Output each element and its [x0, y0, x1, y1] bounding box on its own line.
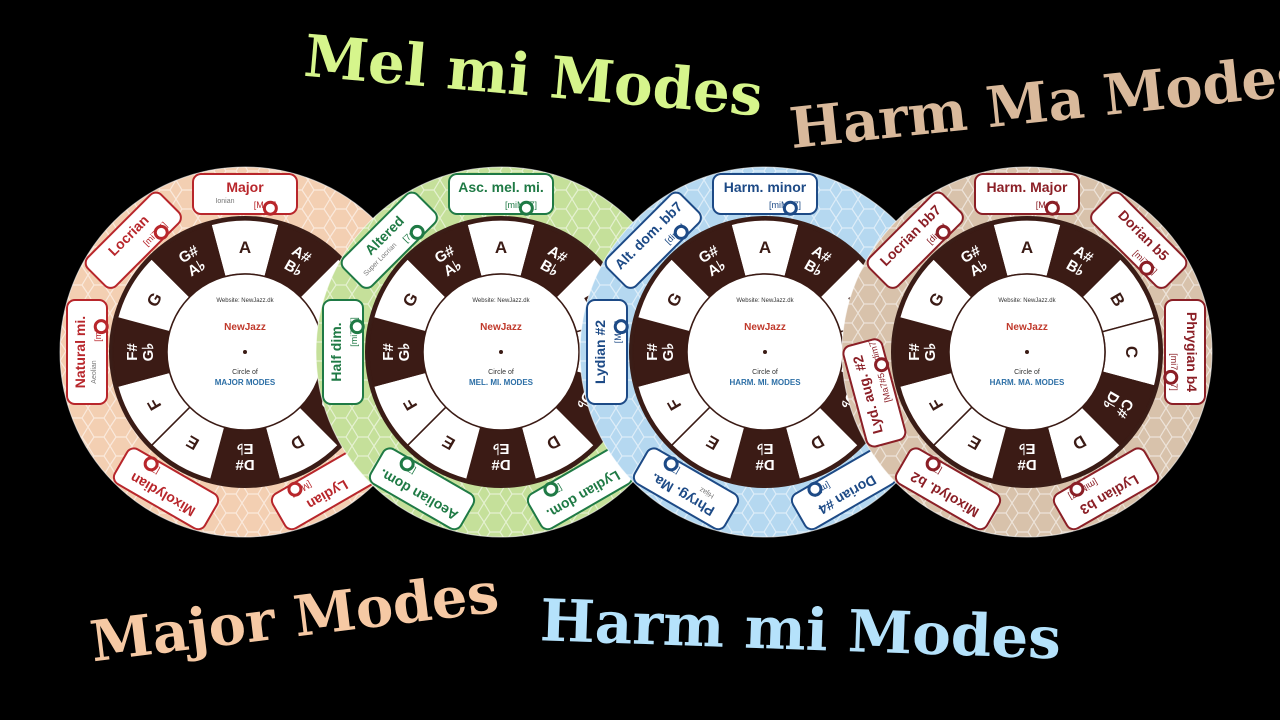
mode-label[interactable]: Harm. minor[miMa7] [712, 173, 818, 215]
mode-label-box [112, 447, 220, 531]
mode-name: Lydian #2 [592, 320, 608, 384]
mode-name: Major [226, 179, 264, 195]
note-label: A [239, 238, 251, 257]
circle-of-label: Circle of [1014, 369, 1040, 376]
website-label: Website: NewJazz.dk [472, 298, 530, 304]
pin-marker-icon [518, 200, 534, 216]
mode-label-box [842, 338, 907, 448]
title-harm-ma-modes: Harm Ma Modes [786, 42, 1280, 162]
center-pin [243, 350, 247, 354]
mode-label-box [866, 191, 964, 289]
pin-marker-icon [925, 456, 941, 472]
note-label: F#G♭ [124, 343, 157, 362]
pin-marker-icon [1163, 369, 1179, 385]
circle-name-label: HARM. MI. MODES [729, 378, 801, 387]
mode-name: Asc. mel. mi. [458, 179, 544, 195]
circle-name-label: MEL. MI. MODES [469, 378, 534, 387]
note-label: D#E♭ [235, 440, 255, 473]
brand-logo-text: NewJazz [744, 322, 786, 333]
mode-subname: Ionian [215, 198, 234, 205]
brand-logo-text: NewJazz [480, 322, 522, 333]
note-label: F#G♭ [906, 343, 939, 362]
pin-marker-icon [935, 224, 951, 240]
pin-marker-icon [153, 224, 169, 240]
pin-marker-icon [613, 319, 629, 335]
circle-name-label: HARM. MA. MODES [990, 378, 1065, 387]
wheel-harm-mi-modes[interactable]: AA#B♭BCC#D♭DD#E♭EFF#G♭GG#A♭NewJazzCircle… [579, 166, 951, 538]
circle-of-label: Circle of [232, 369, 258, 376]
title-major-modes: Major Modes [87, 560, 503, 676]
mode-label[interactable]: Locrian[mi7b5] [82, 189, 184, 291]
mode-label-box [604, 191, 702, 289]
pin-marker-icon [874, 357, 890, 373]
pin-marker-icon [349, 319, 365, 335]
wheel-mel-mi-modes[interactable]: AA#B♭BCC#D♭DD#E♭EFF#G♭GG#A♭NewJazzCircle… [315, 166, 687, 538]
circle-of-label: Circle of [488, 369, 514, 376]
center-pin [763, 350, 767, 354]
pin-marker-icon [409, 224, 425, 240]
pin-marker-icon [143, 456, 159, 472]
mode-label[interactable]: Asc. mel. mi.[miMa7] [448, 173, 554, 215]
wheel-rim [841, 166, 1213, 538]
center-pin [499, 350, 503, 354]
center-pin [1025, 350, 1029, 354]
mode-label-box [1052, 447, 1160, 531]
pin-marker-icon [399, 456, 415, 472]
note-label: A [495, 238, 507, 257]
website-label: Website: NewJazz.dk [216, 298, 274, 304]
brand-logo-text: NewJazz [224, 322, 266, 333]
mode-label[interactable]: Harm. Major[Ma7] [974, 173, 1080, 215]
title-harm-mi-modes: Harm mi Modes [539, 586, 1062, 672]
wheel-major-modes[interactable]: AA#B♭BCC#D♭DD#E♭EFF#G♭GG#A♭NewJazzCircle… [59, 166, 431, 538]
pin-marker-icon [287, 481, 303, 497]
mode-label[interactable]: Half dim.[mi7b5] [322, 299, 364, 405]
pin-marker-icon [782, 200, 798, 216]
note-label: A [759, 238, 771, 257]
mode-name: Phrygian b4 [1184, 312, 1200, 392]
note-label: A [1021, 238, 1033, 257]
mode-label-box [1090, 191, 1188, 289]
website-label: Website: NewJazz.dk [736, 298, 794, 304]
brand-logo-text: NewJazz [1006, 322, 1048, 333]
pin-marker-icon [1044, 200, 1060, 216]
mode-subname: Aeolian [91, 360, 98, 383]
note-label: F#G♭ [644, 343, 677, 362]
pin-marker-icon [1069, 481, 1085, 497]
mode-label-box [894, 447, 1002, 531]
mode-label-box [84, 191, 182, 289]
circle-name-label: MAJOR MODES [215, 378, 276, 387]
title-mel-mi-modes: Mel mi Modes [301, 22, 765, 130]
mode-label-box [340, 191, 438, 289]
note-label: F#G♭ [380, 343, 413, 362]
mode-label[interactable]: Natural mi.Aeolian[mi7] [66, 299, 108, 405]
note-label: C [1122, 346, 1141, 358]
pin-marker-icon [262, 200, 278, 216]
pin-marker-icon [1139, 260, 1155, 276]
mode-name: Harm. minor [724, 179, 807, 195]
pin-marker-icon [807, 481, 823, 497]
mode-name: Harm. Major [987, 179, 1068, 195]
website-label: Website: NewJazz.dk [998, 298, 1056, 304]
mode-label[interactable]: Phrygian b4[mi7 or 7] [1164, 299, 1206, 405]
note-label: D#E♭ [755, 440, 775, 473]
pin-marker-icon [93, 319, 109, 335]
pin-marker-icon [543, 481, 559, 497]
mode-label[interactable]: Mixolydian[7] [111, 446, 221, 533]
mode-label[interactable]: Lydian #2[Ma7] [586, 299, 628, 405]
pin-marker-icon [673, 224, 689, 240]
note-label: D#E♭ [1017, 440, 1037, 473]
mode-label-box [368, 447, 476, 531]
mode-name: Natural mi. [72, 316, 88, 388]
circle-of-label: Circle of [752, 369, 778, 376]
note-label: D#E♭ [491, 440, 511, 473]
mode-name: Half dim. [328, 322, 344, 381]
pin-marker-icon [663, 456, 679, 472]
mode-label-box [632, 447, 740, 531]
